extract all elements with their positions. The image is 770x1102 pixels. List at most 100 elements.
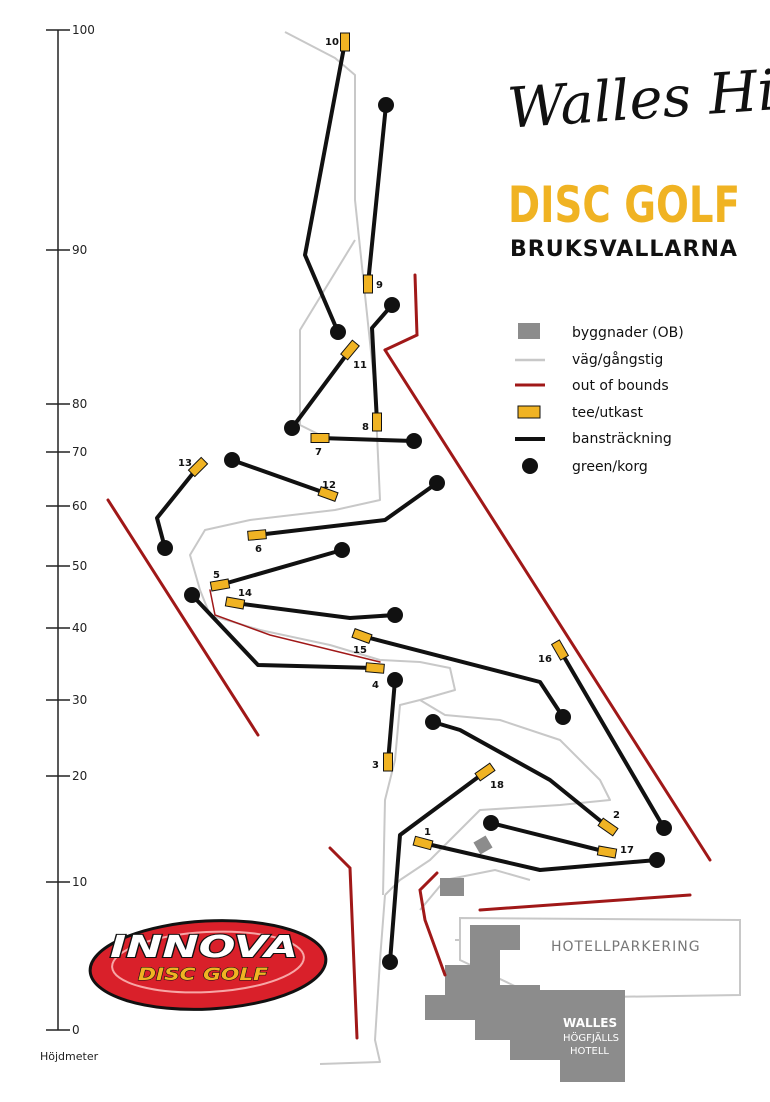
- axis-tick-label: 10: [72, 875, 87, 889]
- title-sub: BRUKSVALLARNA: [510, 237, 738, 262]
- tee-15: [351, 628, 373, 644]
- basket-16: [656, 820, 672, 836]
- ob-bottom-left: [328, 846, 359, 1040]
- axis-tick-label: 20: [72, 769, 87, 783]
- title-script: Walles Hill: [505, 56, 770, 142]
- basket-14: [387, 607, 403, 623]
- out-of-bounds: [106, 273, 712, 1040]
- hole-number-6: 6: [255, 544, 262, 555]
- basket-3: [387, 672, 403, 688]
- basket-8: [384, 297, 400, 313]
- hole-number-8: 8: [362, 422, 369, 433]
- hole-number-17: 17: [620, 845, 634, 856]
- fairway-7: [318, 436, 416, 443]
- hole-number-14: 14: [238, 588, 252, 599]
- axis-tick-label: 90: [72, 243, 87, 257]
- basket-17: [483, 815, 499, 831]
- tee-7: [310, 433, 330, 443]
- legend-basket-symbol: [522, 458, 538, 474]
- ob-right-top: [383, 273, 419, 352]
- axis-tick-label: 100: [72, 23, 95, 37]
- tee-6: [247, 529, 267, 541]
- legend-tee-symbol: [517, 405, 541, 419]
- hole-number-11: 11: [353, 360, 367, 371]
- fairway-12: [230, 458, 330, 496]
- legend-label-building: byggnader (OB): [572, 325, 684, 341]
- path-parking-road-2: [419, 869, 531, 911]
- axis-tick-label: 80: [72, 397, 87, 411]
- legend-label-basket: green/korg: [572, 459, 648, 475]
- fairway-6: [255, 481, 439, 537]
- hole-number-1: 1: [424, 827, 431, 838]
- hole-number-16: 16: [538, 654, 552, 665]
- hole-number-10: 10: [325, 37, 339, 48]
- tee-1: [412, 835, 434, 851]
- path-lower-right: [384, 699, 611, 896]
- basket-11: [284, 420, 300, 436]
- fairways: [155, 40, 666, 964]
- fairway-3: [386, 678, 397, 764]
- hole-number-18: 18: [490, 780, 504, 791]
- hole-number-4: 4: [372, 680, 379, 691]
- basket-9: [378, 97, 394, 113]
- tee-4: [365, 662, 385, 674]
- building-small-1: [440, 878, 464, 896]
- basket-7: [406, 433, 422, 449]
- ob-bottom-right: [478, 893, 692, 912]
- fairway-8: [370, 303, 394, 424]
- hole-number-13: 13: [178, 458, 192, 469]
- legend-label-ob: out of bounds: [572, 378, 669, 394]
- hole-number-12: 12: [322, 480, 336, 491]
- axis-tick-label: 70: [72, 445, 87, 459]
- fairway-11: [290, 348, 352, 430]
- axis-tick-label: 30: [72, 693, 87, 707]
- hole-number-2: 2: [613, 810, 620, 821]
- axis-tick-label: 40: [72, 621, 87, 635]
- tee-18: [474, 762, 496, 782]
- basket-10: [330, 324, 346, 340]
- fairway-15: [360, 634, 565, 719]
- fairway-18: [388, 770, 487, 964]
- hole-number-5: 5: [213, 570, 220, 581]
- axis-tick-label: 50: [72, 559, 87, 573]
- axis-tick-label: 60: [72, 499, 87, 513]
- parking-label: HOTELLPARKERING: [551, 939, 701, 955]
- tee-12: [317, 486, 339, 502]
- hole-number-3: 3: [372, 760, 379, 771]
- legend-label-tee: tee/utkast: [572, 405, 644, 421]
- baskets: [157, 97, 672, 970]
- fairway-4: [190, 593, 377, 670]
- building-small-2: [473, 835, 493, 855]
- hole-number-15: 15: [353, 645, 367, 656]
- legend: byggnader (OB) väg/gångstig out of bound…: [515, 323, 684, 475]
- hole-numbers: 1 2 3 4 5 6 7 8 9 10 11 12 13 14 15 16 1…: [178, 37, 634, 856]
- basket-1: [649, 852, 665, 868]
- hotel-building: [425, 925, 625, 1082]
- fairway-1: [421, 841, 659, 872]
- legend-building-symbol: [518, 323, 540, 339]
- tee-3: [383, 752, 393, 772]
- tee-5: [209, 578, 231, 592]
- tee-16: [550, 639, 570, 661]
- ob-bottom-mid: [418, 871, 447, 977]
- tee-14: [224, 596, 246, 610]
- fairway-17: [489, 821, 609, 854]
- tee-8: [372, 412, 382, 432]
- fairway-5: [218, 548, 344, 587]
- basket-18: [382, 954, 398, 970]
- buildings: WALLES HÖGFJÄLLS HOTELL: [425, 835, 625, 1082]
- innova-name: INNOVA: [110, 930, 298, 965]
- innova-logo: INNOVA DISC GOLF: [88, 919, 328, 1011]
- tees: [187, 32, 619, 859]
- path-bottom: [319, 894, 386, 1065]
- basket-5: [334, 542, 350, 558]
- tee-10: [340, 32, 350, 52]
- tee-2: [597, 817, 619, 837]
- legend-label-fairway: bansträckning: [572, 431, 672, 447]
- hole-number-9: 9: [376, 280, 383, 291]
- hotel-line2: HÖGFJÄLLS: [563, 1031, 619, 1044]
- ob-thin: [209, 589, 381, 663]
- title-main: DISC GOLF: [508, 176, 740, 234]
